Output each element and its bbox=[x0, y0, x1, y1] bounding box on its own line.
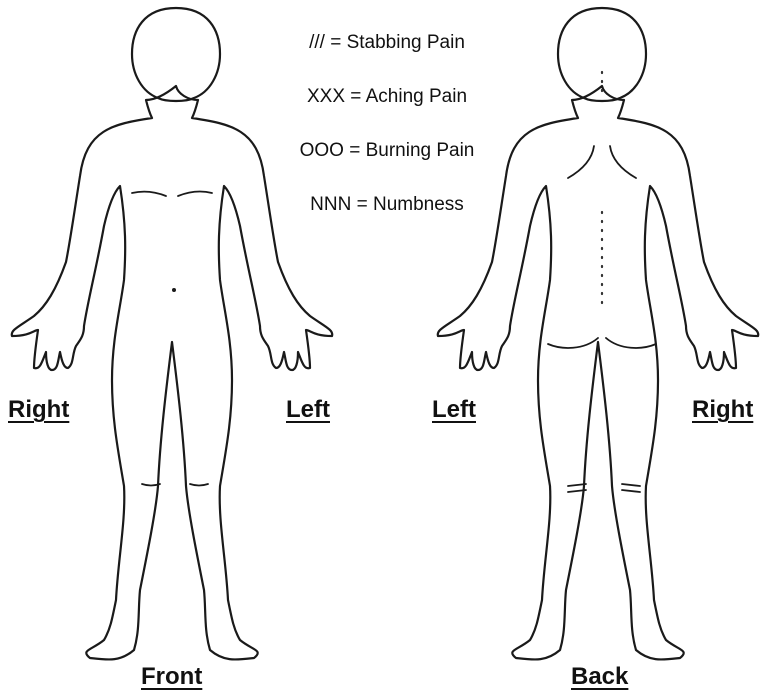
back-view-label: Back bbox=[571, 663, 628, 691]
front-side-label-left: Left bbox=[286, 396, 330, 424]
back-side-label-left: Left bbox=[432, 396, 476, 424]
front-chest-line-left bbox=[132, 192, 166, 196]
front-view-label: Front bbox=[141, 663, 202, 691]
front-chest-line-right bbox=[178, 192, 212, 196]
back-buttock-right bbox=[606, 338, 656, 348]
legend-item-aching: XXX = Aching Pain bbox=[262, 82, 512, 136]
back-buttock-left bbox=[548, 338, 598, 348]
front-knee-left bbox=[142, 484, 160, 486]
back-knee-right-1 bbox=[622, 484, 640, 486]
back-shoulder-blade-right bbox=[610, 146, 636, 178]
front-navel bbox=[172, 288, 176, 292]
back-side-label-right: Right bbox=[692, 396, 753, 424]
legend-item-numbness: NNN = Numbness bbox=[262, 190, 512, 244]
front-knee-right bbox=[190, 484, 208, 486]
legend-item-stabbing: /// = Stabbing Pain bbox=[262, 28, 512, 82]
back-shoulder-blade-left bbox=[568, 146, 594, 178]
back-knee-right-2 bbox=[622, 490, 640, 492]
legend-item-burning: OOO = Burning Pain bbox=[262, 136, 512, 190]
pain-legend: /// = Stabbing Pain XXX = Aching Pain OO… bbox=[262, 28, 512, 244]
front-side-label-right: Right bbox=[8, 396, 69, 424]
